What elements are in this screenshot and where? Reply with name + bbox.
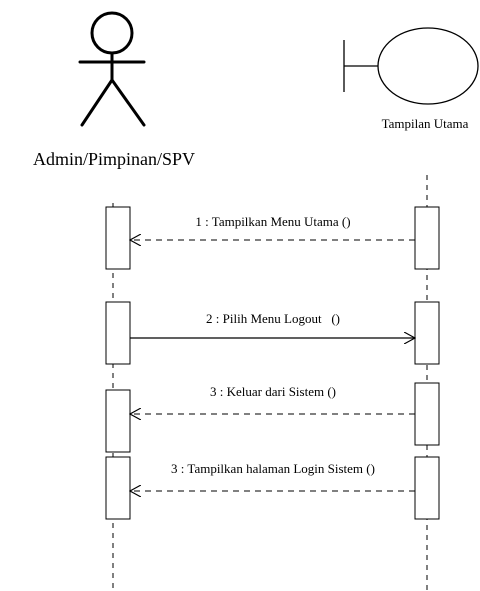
boundary-label: Tampilan Utama — [382, 116, 469, 131]
boundary-activation-bar — [414, 382, 440, 446]
actor-label: Admin/Pimpinan/SPV — [33, 149, 195, 169]
actor-activation-bar — [105, 389, 131, 453]
actor-activation-bar — [105, 301, 131, 365]
actor-activation-bar — [105, 206, 131, 270]
message-label-3: 3 : Keluar dari Sistem () — [210, 384, 336, 399]
actor-icon — [78, 11, 146, 127]
boundary-activation-bar — [414, 456, 440, 520]
message-label-4: 3 : Tampilkan halaman Login Sistem () — [171, 461, 375, 476]
boundary-activation-bar — [414, 301, 440, 365]
actor-activation-bar — [105, 456, 131, 520]
boundary-activation-bar — [414, 206, 440, 270]
boundary-icon — [343, 27, 479, 105]
message-label-1: 1 : Tampilkan Menu Utama () — [195, 214, 350, 229]
message-label-2: 2 : Pilih Menu Logout () — [206, 311, 340, 326]
